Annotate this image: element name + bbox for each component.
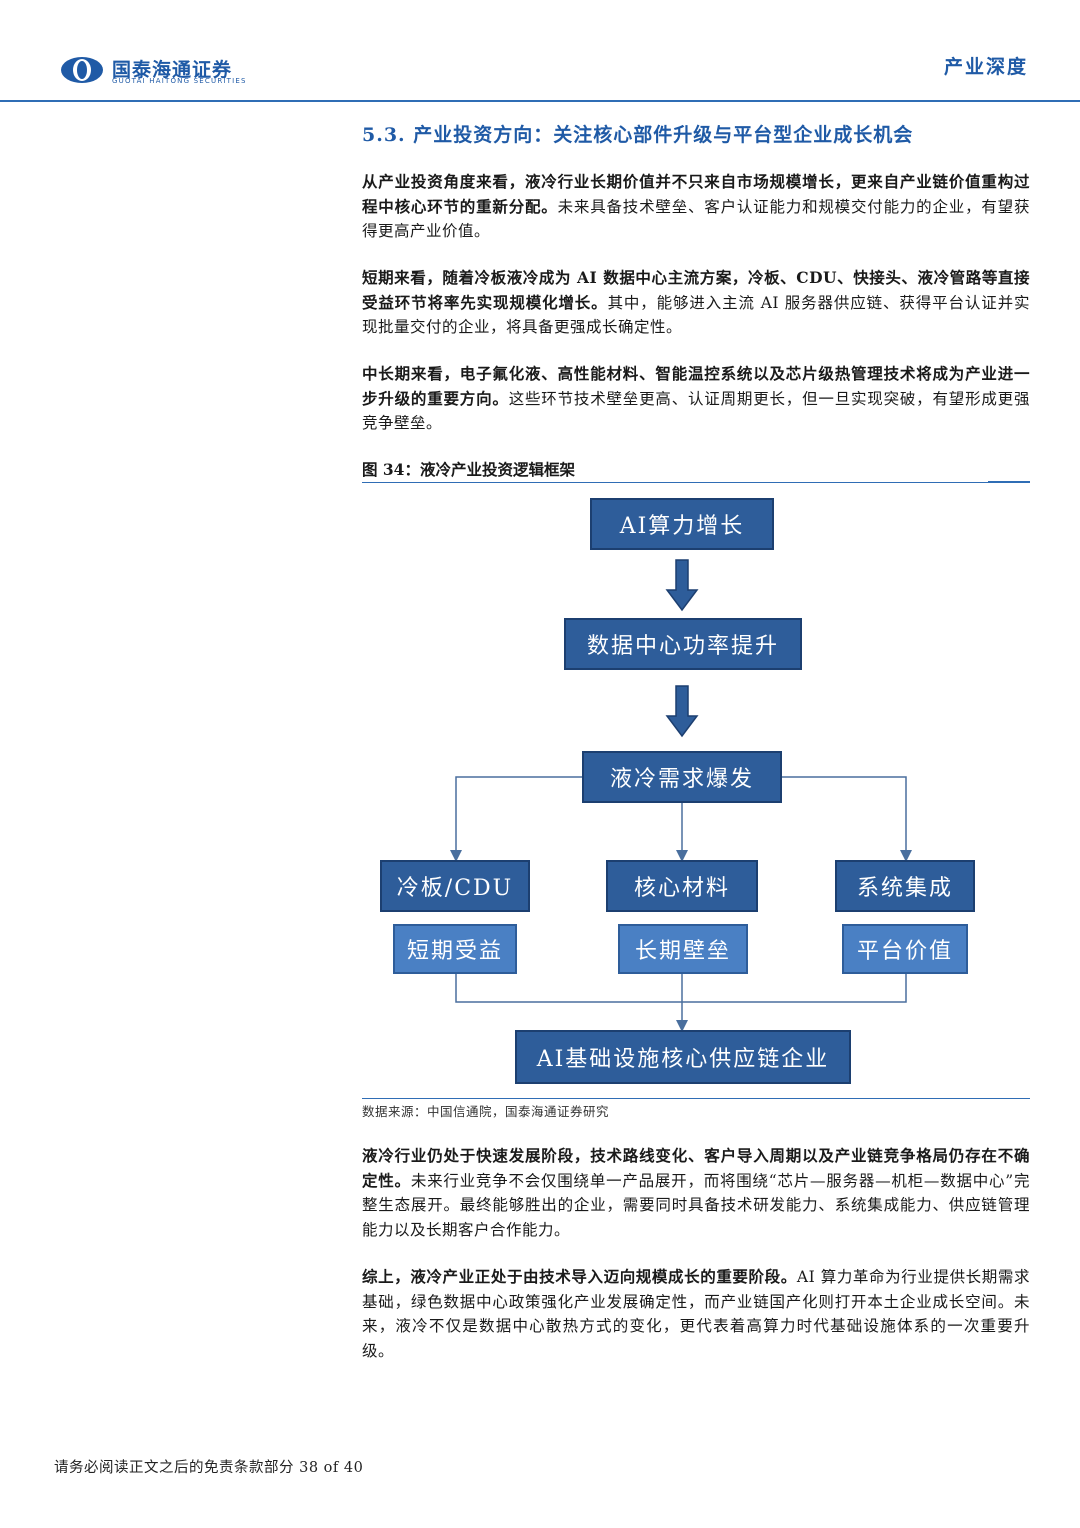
node-system-integration: 系统集成	[835, 860, 975, 912]
section-title: 5.3. 产业投资方向：关注核心部件升级与平台型企业成长机会	[362, 124, 914, 146]
paragraph-1: 从产业投资角度来看，液冷行业长期价值并不只来自市场规模增长，更来自产业链价值重构…	[362, 170, 1030, 244]
branch-line-left	[450, 776, 582, 862]
node-ai-compute-growth: AI算力增长	[590, 498, 774, 550]
block-arrow-1	[665, 559, 699, 612]
figure-title: 图 34：液冷产业投资逻辑框架	[362, 460, 575, 479]
branch-line-right	[782, 776, 912, 862]
investment-logic-diagram: AI算力增长 数据中心功率提升 液冷需求爆发 冷板/CDU 核心材料 系统集成 …	[362, 486, 1030, 1098]
node-ai-infra-supply-chain: AI基础设施核心供应链企业	[515, 1030, 851, 1084]
node-platform-value: 平台价值	[842, 924, 968, 974]
paragraph-3: 中长期来看，电子氟化液、高性能材料、智能温控系统以及芯片级热管理技术将成为产业进…	[362, 362, 1030, 436]
paragraph-2: 短期来看，随着冷板液冷成为 AI 数据中心主流方案，冷板、CDU、快接头、液冷管…	[362, 266, 1030, 340]
page-footer: 请务必阅读正文之后的免责条款部分 38 of 40	[54, 1456, 363, 1477]
paragraph-4: 液冷行业仍处于快速发展阶段，技术路线变化、客户导入周期以及产业链竞争格局仍存在不…	[362, 1144, 1030, 1242]
footer-page-number: 38 of 40	[299, 1460, 364, 1476]
merge-line	[455, 974, 907, 1003]
header-divider	[0, 100, 1080, 102]
block-arrow-2	[665, 685, 699, 738]
paragraph-2-bold: 短期来看，随着冷板液冷成为 AI 数据中心主流方案，冷板、CDU、快接头、液冷管…	[362, 268, 1030, 312]
paragraph-4-text: 未来行业竞争不会仅围绕单一产品展开，而将围绕“芯片—服务器—机柜—数据中心”完整…	[362, 1171, 1030, 1239]
guotai-haitong-logo-icon	[61, 57, 103, 83]
logo-text-cn: 国泰海通证券	[112, 59, 233, 81]
logo-text-en: GUOTAI HAITONG SECURITIES	[112, 77, 247, 85]
paragraph-3-text: 这些环节技术壁垒更高、认证周期更长，但一旦实现突破，有望形成更强竞争壁垒。	[362, 389, 1030, 433]
report-type-label: 产业深度	[943, 56, 1028, 78]
figure-title-rule	[362, 482, 1030, 483]
node-liquid-cooling-demand: 液冷需求爆发	[582, 751, 782, 803]
node-dc-power-increase: 数据中心功率提升	[564, 618, 802, 670]
paragraph-5-text: AI 算力革命为行业提供长期需求基础，绿色数据中心政策强化产业发展确定性，而产业…	[362, 1268, 1030, 1360]
paragraph-5-bold: 综上，液冷产业正处于由技术导入迈向规模成长的重要阶段。	[362, 1267, 797, 1286]
paragraph-5: 综上，液冷产业正处于由技术导入迈向规模成长的重要阶段。AI 算力革命为行业提供长…	[362, 1265, 1030, 1363]
paragraph-1-text: 未来具备技术壁垒、客户认证能力和规模交付能力的企业，有望获得更高产业价值。	[362, 197, 1030, 241]
page-header: 国泰海通证券 GUOTAI HAITONG SECURITIES 产业深度	[0, 0, 1080, 104]
diagram-connectors	[450, 559, 912, 1032]
paragraph-2-text: 其中，能够进入主流 AI 服务器供应链、获得平台认证并实现批量交付的企业，将具备…	[362, 293, 1030, 337]
node-cold-plate-cdu: 冷板/CDU	[380, 860, 530, 912]
paragraph-1-bold: 从产业投资角度来看，液冷行业长期价值并不只来自市场规模增长，更来自产业链价值重构…	[362, 172, 1030, 216]
node-short-term-benefit: 短期受益	[393, 924, 517, 974]
paragraph-3-bold: 中长期来看，电子氟化液、高性能材料、智能温控系统以及芯片级热管理技术将成为产业进…	[362, 364, 1030, 408]
figure-source: 数据来源：中国信通院，国泰海通证券研究	[362, 1104, 610, 1119]
footer-disclaimer: 请务必阅读正文之后的免责条款部分	[54, 1460, 294, 1476]
node-long-term-barrier: 长期壁垒	[618, 924, 748, 974]
source-rule	[362, 1098, 1030, 1099]
figure-title-rule-accent	[988, 481, 1030, 483]
paragraph-4-bold: 液冷行业仍处于快速发展阶段，技术路线变化、客户导入周期以及产业链竞争格局仍存在不…	[362, 1146, 1030, 1190]
node-core-materials: 核心材料	[606, 860, 758, 912]
